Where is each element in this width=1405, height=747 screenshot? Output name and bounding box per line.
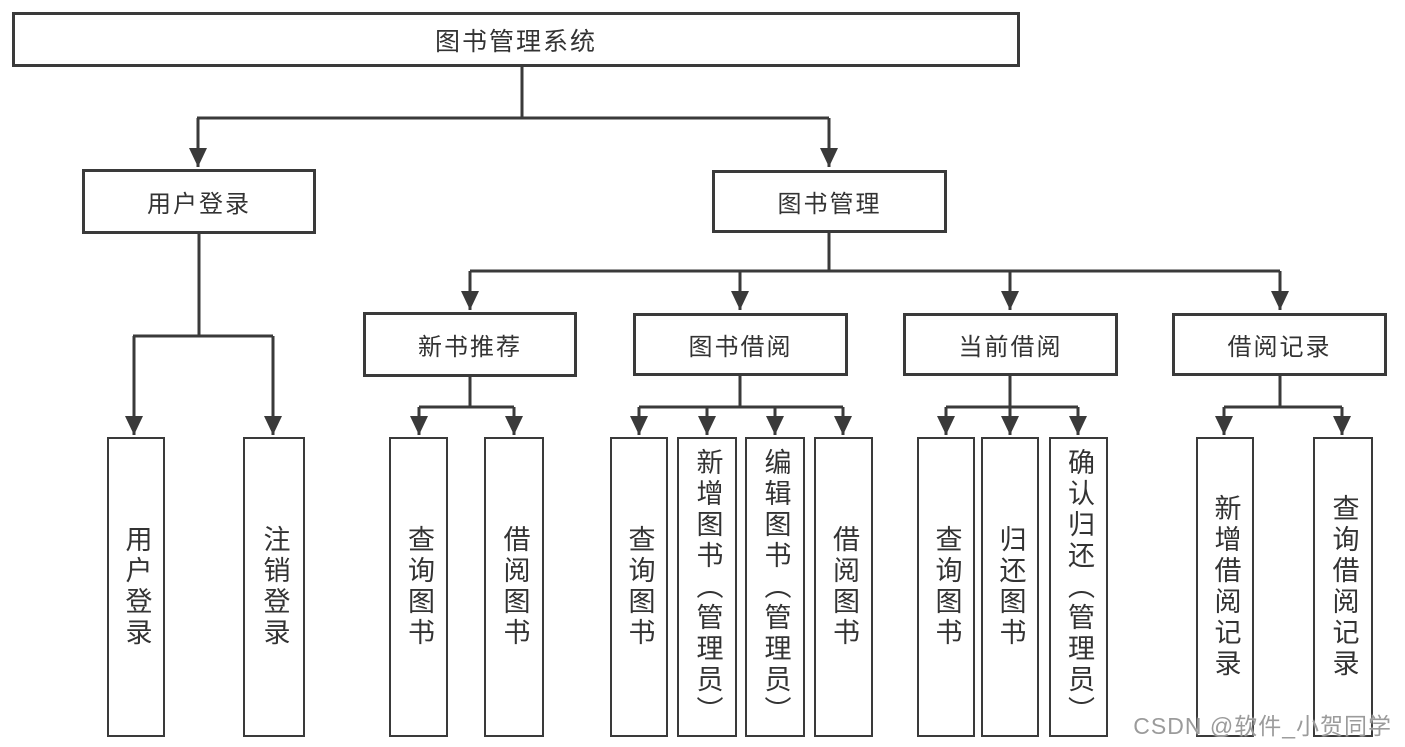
node-new-book-recommendation: 新书推荐 — [363, 312, 577, 377]
leaf-user-login: 用户登录 — [107, 437, 165, 737]
leaf-add-borrow-record: 新增借阅记录 — [1196, 437, 1254, 737]
leaf-add-books-admin: 新增图书（管理员） — [677, 437, 737, 737]
node-borrowing-records: 借阅记录 — [1172, 313, 1387, 376]
leaf-borrow-books-recommend: 借阅图书 — [484, 437, 544, 737]
node-root: 图书管理系统 — [12, 12, 1020, 67]
node-user-login: 用户登录 — [82, 169, 316, 234]
leaf-edit-books-admin: 编辑图书（管理员） — [745, 437, 805, 737]
leaf-confirm-return-admin: 确认归还（管理员） — [1049, 437, 1108, 737]
leaf-logout: 注销登录 — [243, 437, 305, 737]
leaf-return-books: 归还图书 — [981, 437, 1039, 737]
leaf-query-books-recommend: 查询图书 — [389, 437, 448, 737]
leaf-query-borrow-record: 查询借阅记录 — [1313, 437, 1373, 737]
node-book-management: 图书管理 — [712, 170, 947, 233]
node-book-borrowing: 图书借阅 — [633, 313, 848, 376]
leaf-query-books-borrowing: 查询图书 — [610, 437, 668, 737]
node-current-borrowing: 当前借阅 — [903, 313, 1118, 376]
leaf-query-books-current: 查询图书 — [917, 437, 975, 737]
leaf-borrow-books-borrowing: 借阅图书 — [814, 437, 873, 737]
csdn-watermark: CSDN @软件_小贺同学 — [1133, 713, 1392, 739]
